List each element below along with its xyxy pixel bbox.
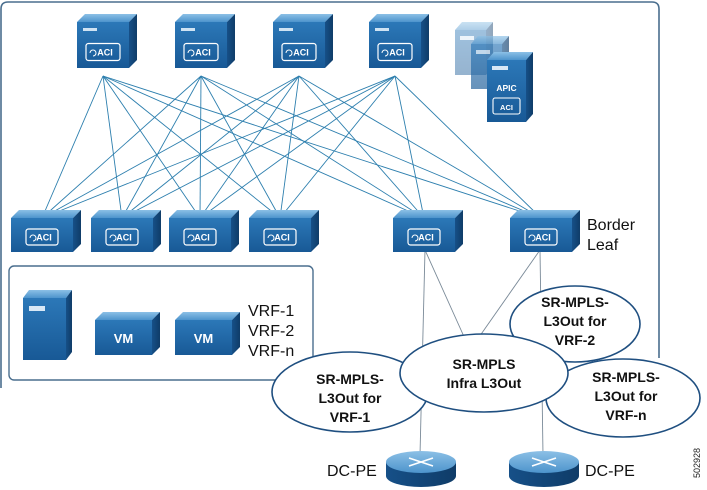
apic-label: APIC xyxy=(496,83,516,93)
spine-aci-label-2: ACI xyxy=(195,48,211,58)
spine-switch-4: ACI xyxy=(369,14,429,68)
apic-cluster: APIC ACI xyxy=(455,22,533,122)
compute-box xyxy=(8,265,314,381)
spine-aci-label-4: ACI xyxy=(389,48,405,58)
infra-line2: Infra L3Out xyxy=(447,375,522,391)
vm-icon-2: VM xyxy=(175,312,240,355)
dc-pe-label-1: DC-PE xyxy=(327,463,377,480)
vm-icon-1: VM xyxy=(95,312,160,355)
leaf-switches: ACI ACI ACI ACI ACI ACI xyxy=(11,210,580,252)
leaf-switch-4: ACI xyxy=(249,210,319,252)
sr-mpls-infra-l3out: SR-MPLS Infra L3Out xyxy=(399,333,569,413)
sr-mpls-l3out-vrf-2: SR-MPLS- L3Out for VRF-2 xyxy=(509,285,641,363)
spine-switches: ACI ACI ACI ACI xyxy=(77,14,429,68)
figure-number: 502928 xyxy=(692,448,702,478)
vrf2-line3: VRF-2 xyxy=(555,332,596,348)
vrfn-line1: SR-MPLS- xyxy=(592,369,660,385)
spine-aci-label-1: ACI xyxy=(97,48,113,58)
leaf-switch-5: ACI xyxy=(393,210,463,252)
fabric-links xyxy=(41,75,542,219)
leaf-switch-2: ACI xyxy=(91,210,161,252)
vrfn-line3: VRF-n xyxy=(605,407,646,423)
leaf-aci-label-2: ACI xyxy=(116,233,132,243)
leaf-switch-1: ACI xyxy=(11,210,81,252)
leaf-switch-6: ACI xyxy=(510,210,580,252)
border-leaf-label-line2: Leaf xyxy=(587,237,619,254)
vm-label-2: VM xyxy=(194,331,214,346)
leaf-aci-label-5: ACI xyxy=(418,233,434,243)
leaf-aci-label-1: ACI xyxy=(36,233,52,243)
sr-mpls-l3out-vrf-1: SR-MPLS- L3Out for VRF-1 xyxy=(271,351,429,433)
dc-pe-label-2: DC-PE xyxy=(585,463,635,480)
vrf1-line1: SR-MPLS- xyxy=(316,371,384,387)
vrf-label-2: VRF-2 xyxy=(248,323,294,340)
spine-switch-3: ACI xyxy=(273,14,333,68)
spine-aci-label-3: ACI xyxy=(293,48,309,58)
vrf2-line1: SR-MPLS- xyxy=(541,294,609,310)
border-leaf-label-line1: Border xyxy=(587,217,636,234)
dc-pe-router-1 xyxy=(386,451,456,487)
vrf1-line3: VRF-1 xyxy=(330,409,371,425)
spine-switch-2: ACI xyxy=(175,14,235,68)
vrf1-line2: L3Out for xyxy=(319,390,383,406)
leaf-aci-label-3: ACI xyxy=(194,233,210,243)
infra-line1: SR-MPLS xyxy=(453,356,516,372)
leaf-switch-3: ACI xyxy=(169,210,239,252)
leaf-aci-label-6: ACI xyxy=(535,233,551,243)
vrf-label-n: VRF-n xyxy=(248,343,294,360)
leaf-aci-label-4: ACI xyxy=(274,233,290,243)
dc-pe-router-2 xyxy=(509,451,579,487)
apic-aci-badge: ACI xyxy=(500,103,513,112)
aci-fabric-border xyxy=(0,1,660,388)
spine-switch-1: ACI xyxy=(77,14,137,68)
sr-mpls-l3out-vrf-n: SR-MPLS- L3Out for VRF-n xyxy=(545,358,701,438)
server-icon xyxy=(23,290,72,360)
vrf2-line2: L3Out for xyxy=(544,313,608,329)
vrfn-line2: L3Out for xyxy=(595,388,659,404)
vrf-label-1: VRF-1 xyxy=(248,303,294,320)
vm-label-1: VM xyxy=(114,331,134,346)
